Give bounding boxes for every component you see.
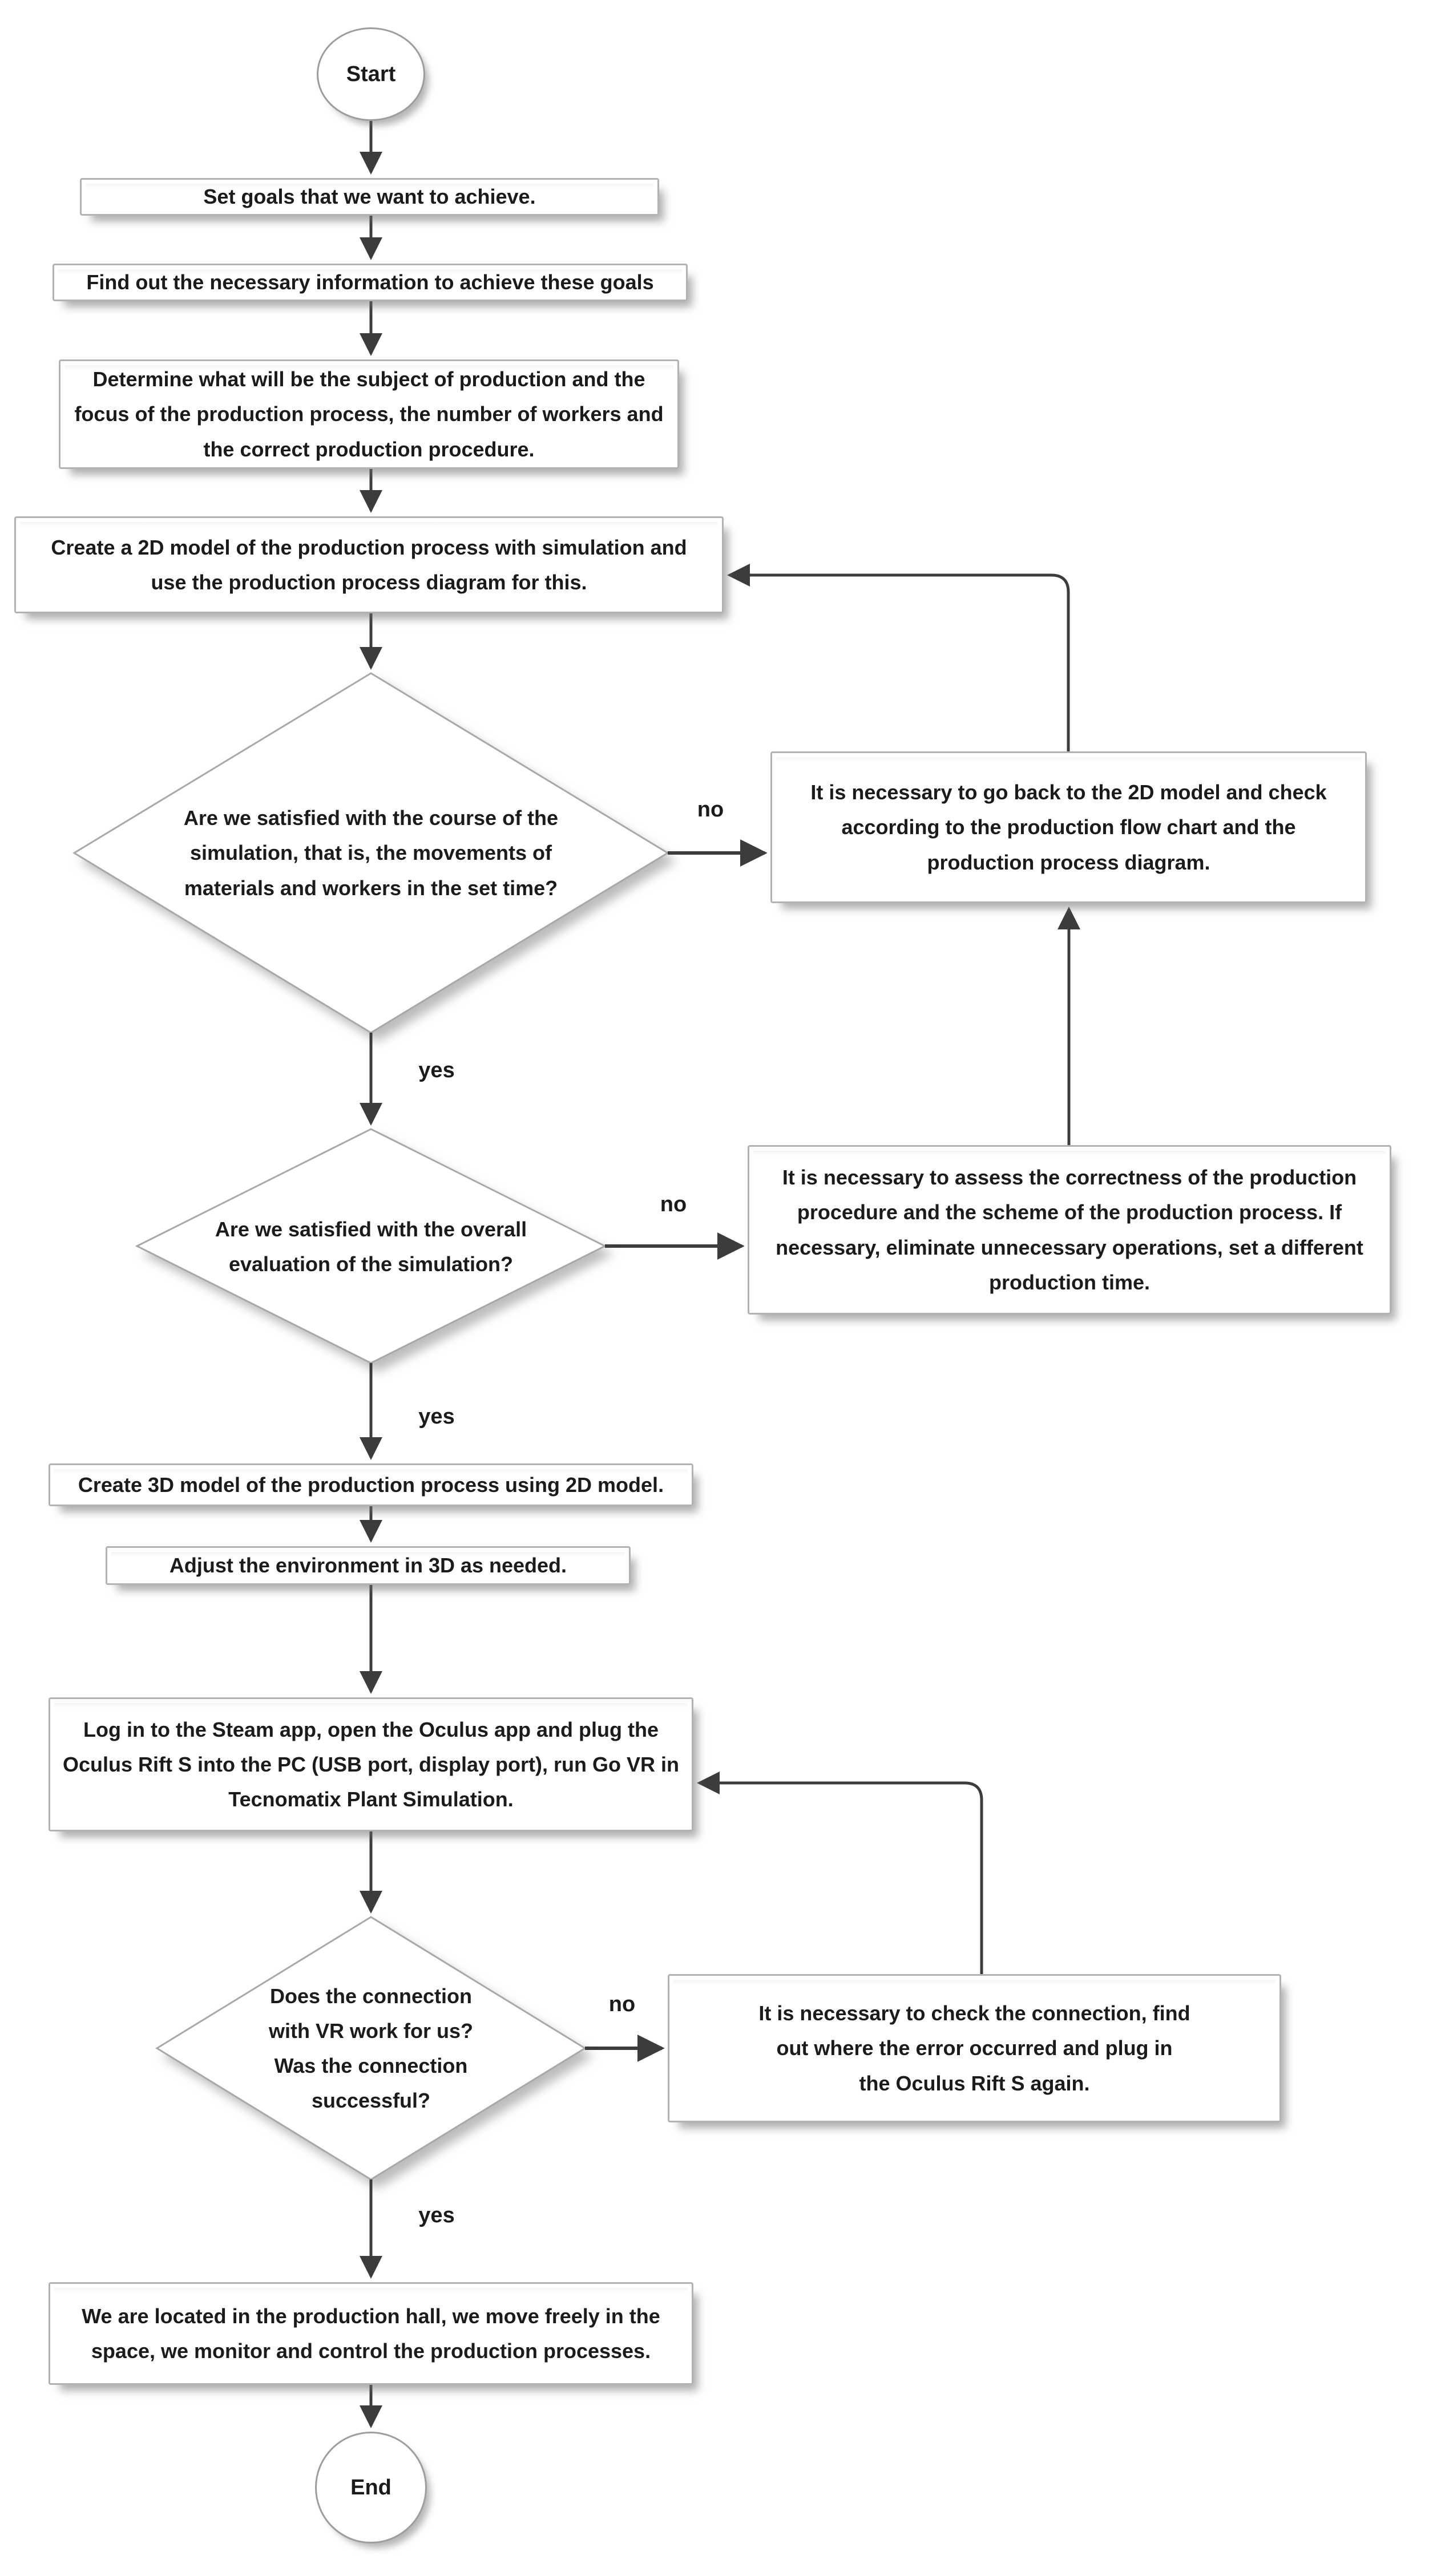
terminator-end: End	[315, 2432, 427, 2543]
node-line: simulation, that is, the movements of	[189, 841, 552, 865]
process-find-info: Find out the necessary information to ac…	[53, 264, 688, 301]
node-line: the correct production procedure.	[203, 437, 535, 461]
node-line: successful?	[311, 2089, 431, 2113]
node-line: Log in to the Steam app, open the Oculus…	[83, 1717, 659, 1741]
node-line: Set goals that we want to achieve.	[203, 185, 536, 209]
node-line: Are we satisfied with the course of the	[183, 806, 559, 830]
node-line: It is necessary to go back to the 2D mod…	[810, 781, 1327, 804]
node-line: necessary, eliminate unnecessary operati…	[776, 1235, 1363, 1259]
process-production-hall: We are located in the production hall, w…	[49, 2282, 693, 2385]
node-line: Oculus Rift S into the PC (USB port, dis…	[63, 1752, 679, 1776]
node-line: Create 3D model of the production proces…	[78, 1473, 664, 1497]
process-create-3d: Create 3D model of the production proces…	[49, 1463, 693, 1506]
node-line: materials and workers in the set time?	[184, 876, 558, 900]
edge-label-no-evaluation: no	[660, 1192, 687, 1216]
node-line: procedure and the scheme of the producti…	[797, 1200, 1342, 1224]
edge-label-no-connection: no	[608, 1992, 636, 2016]
node-line: Adjust the environment in 3D as needed.	[169, 1554, 567, 1578]
node-line: It is necessary to check the connection,…	[758, 2001, 1190, 2025]
edge-label-yes-evaluation: yes	[418, 1405, 455, 1429]
node-line: Determine what will be the subject of pr…	[92, 367, 645, 391]
process-determine: Determine what will be the subject of pr…	[59, 359, 679, 469]
edge-label-no-simulation: no	[697, 798, 724, 822]
node-line: production time.	[989, 1270, 1150, 1294]
node-line: It is necessary to assess the correctnes…	[782, 1166, 1357, 1190]
node-line: use the production process diagram for t…	[151, 571, 587, 594]
node-line: space, we monitor and control the produc…	[91, 2339, 651, 2363]
node-line: according to the production flow chart a…	[841, 815, 1296, 839]
decision-simulation-label: Are we satisfied with the course of the …	[131, 759, 611, 947]
process-fix-connection: It is necessary to check the connection,…	[668, 1974, 1281, 2122]
edge-fix-2d-loop-to-create-2d	[727, 564, 1070, 751]
process-login-steam: Log in to the Steam app, open the Oculus…	[49, 1697, 693, 1831]
node-line: Create a 2D model of the production proc…	[51, 535, 687, 559]
process-fix-2d: It is necessary to go back to the 2D mod…	[770, 751, 1367, 903]
process-fix-procedure: It is necessary to assess the correctnes…	[748, 1145, 1391, 1315]
decision-connection-label: Does the connection with VR work for us?…	[200, 1957, 542, 2140]
node-line: Find out the necessary information to ac…	[86, 270, 654, 294]
node-line: Does the connection	[269, 1984, 473, 2008]
edge-label-yes-connection: yes	[418, 2203, 455, 2227]
node-line: the Oculus Rift S again.	[859, 2071, 1090, 2095]
terminator-start: Start	[317, 27, 425, 121]
node-line: Was the connection	[274, 2054, 468, 2077]
node-line: with VR work for us?	[268, 2019, 473, 2043]
node-line: out where the error occurred and plug in	[776, 2036, 1173, 2060]
edge-fix-connection-loop-to-login	[697, 1772, 983, 1974]
node-line: Tecnomatix Plant Simulation.	[228, 1788, 514, 1811]
terminator-start-label: Start	[346, 62, 396, 86]
decision-evaluation-label: Are we satisfied with the overall evalua…	[166, 1187, 576, 1307]
node-line: evaluation of the simulation?	[228, 1252, 514, 1276]
node-line: Are we satisfied with the overall	[215, 1217, 527, 1241]
process-create-2d: Create a 2D model of the production proc…	[14, 516, 724, 613]
process-set-goals: Set goals that we want to achieve.	[80, 178, 659, 216]
process-adjust-3d: Adjust the environment in 3D as needed.	[106, 1546, 631, 1585]
node-line: focus of the production process, the num…	[74, 402, 664, 426]
node-line: production process diagram.	[927, 850, 1210, 874]
terminator-end-label: End	[350, 2475, 391, 2500]
edge-label-yes-simulation: yes	[418, 1058, 455, 1082]
node-line: We are located in the production hall, w…	[82, 2304, 660, 2328]
